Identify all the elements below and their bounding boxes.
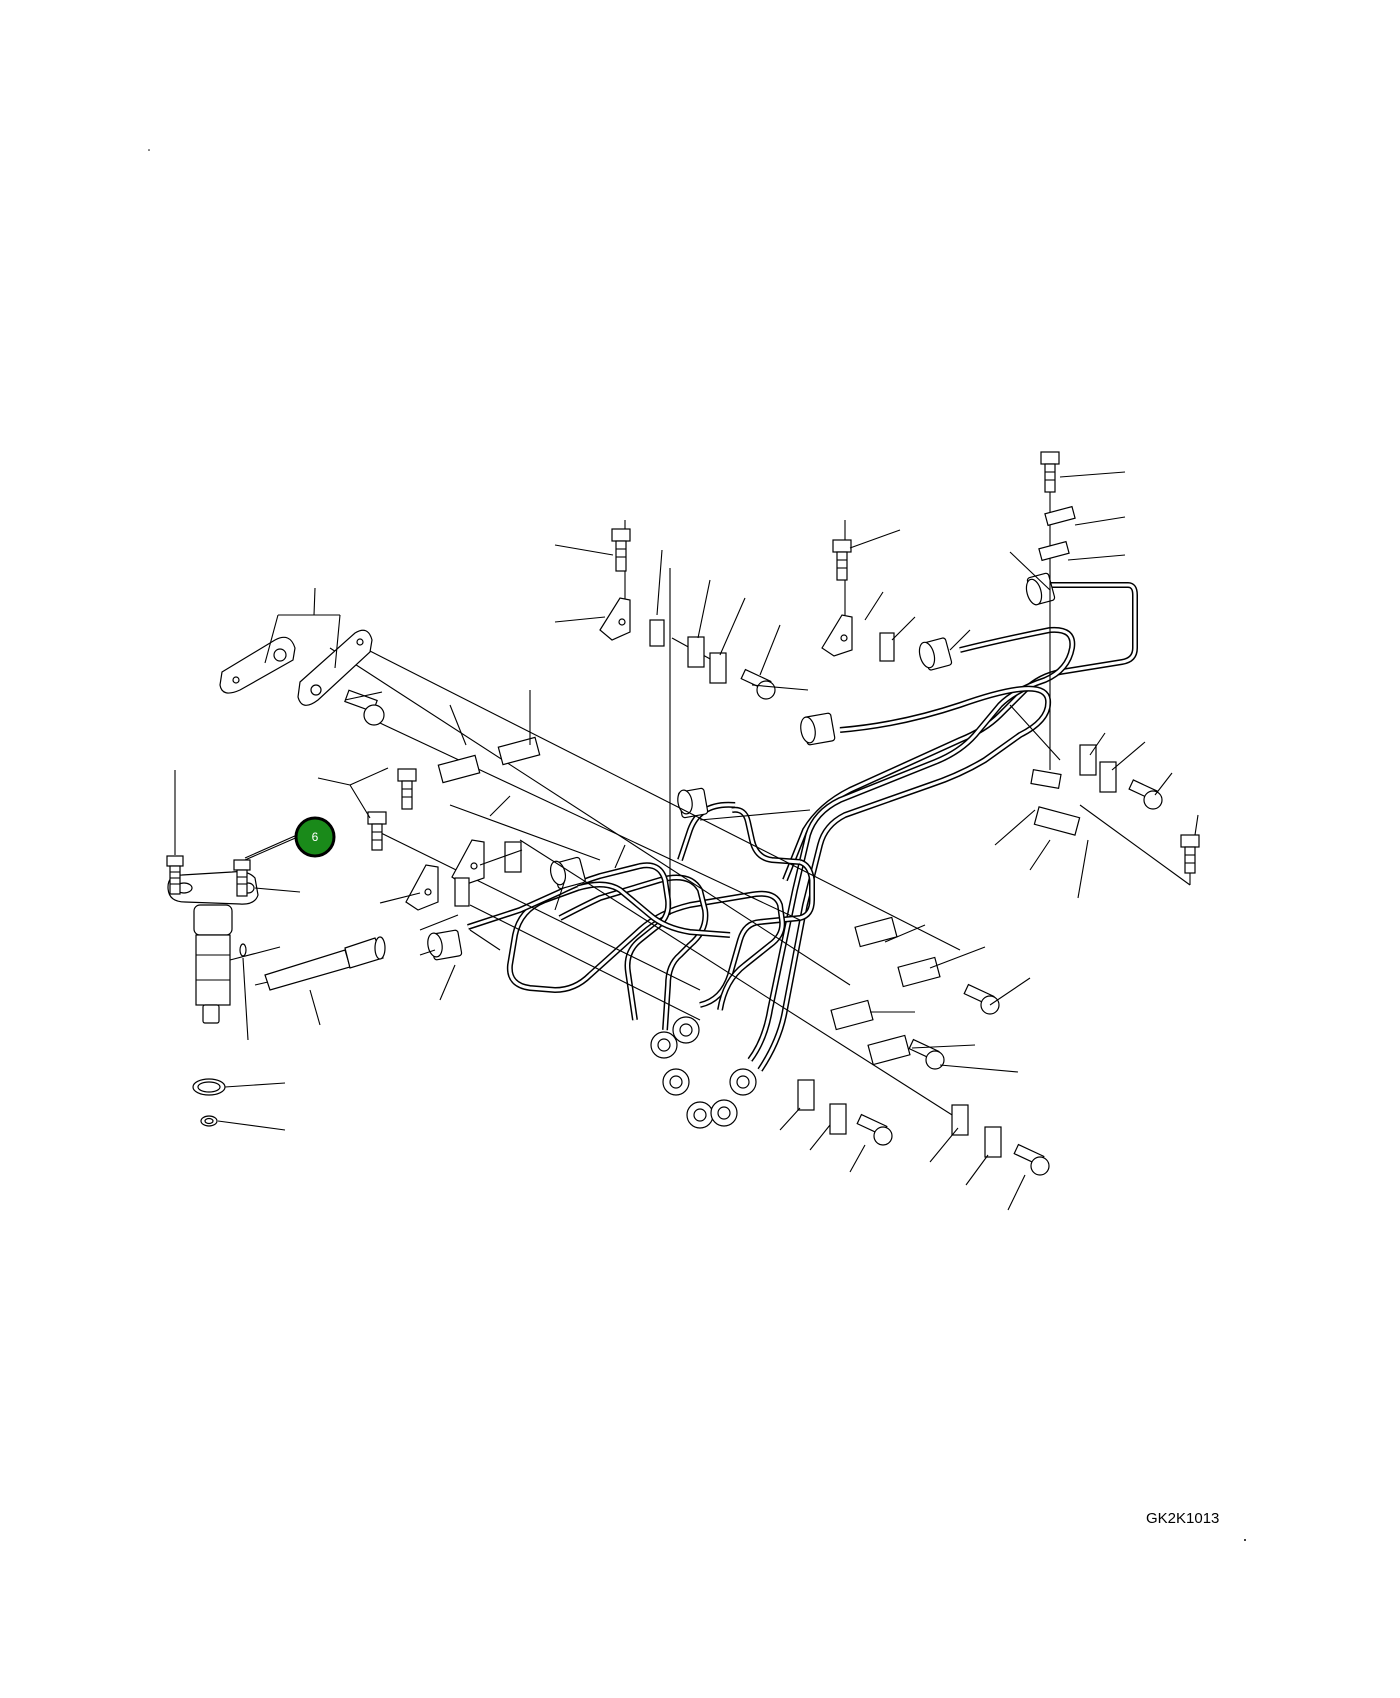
fuel-tube-bundle bbox=[467, 582, 1138, 1072]
callout-6-number: 6 bbox=[312, 830, 319, 844]
leader-lines bbox=[174, 471, 1199, 1211]
tube-nut-left-mid bbox=[677, 787, 709, 819]
flange-plates bbox=[219, 629, 373, 706]
tube-nut-upper-right bbox=[1025, 572, 1056, 606]
alignment-lines bbox=[329, 455, 1191, 1121]
tube-nut-upper-mid bbox=[918, 637, 953, 671]
bolt-left-2 bbox=[233, 859, 251, 897]
bolt-horizontal-5 bbox=[908, 1038, 945, 1070]
bolt-horizontal-1 bbox=[344, 689, 385, 726]
bolt-top-center bbox=[611, 528, 631, 572]
stray-dot bbox=[1244, 1539, 1246, 1541]
bolt-far-right-top bbox=[1040, 451, 1060, 493]
pump-nut-cluster bbox=[650, 1016, 757, 1129]
bolt-horizontal-4 bbox=[963, 983, 1000, 1015]
tube-nut-injector-side bbox=[427, 929, 463, 961]
bolt-horizontal-2 bbox=[740, 668, 776, 700]
bolt-horizontal-3 bbox=[1128, 779, 1163, 810]
injector-assembly bbox=[167, 871, 259, 1127]
tube-nut-middle bbox=[800, 712, 836, 746]
callout-6[interactable]: 6 bbox=[244, 816, 336, 861]
callout-6-circle[interactable] bbox=[294, 816, 336, 858]
drawing-code: GK2K1013 bbox=[1146, 1510, 1220, 1527]
bolt-left-1 bbox=[166, 855, 184, 895]
bolt-clamp-left-a bbox=[397, 768, 417, 810]
clamp-plates bbox=[437, 505, 1117, 1158]
bolt-horizontal-7 bbox=[1013, 1143, 1050, 1176]
inlet-connector bbox=[254, 936, 436, 991]
tube-nut-center bbox=[549, 856, 586, 890]
bolt-far-right-bottom bbox=[1180, 834, 1200, 874]
stray-dot bbox=[148, 149, 150, 151]
angle-brackets bbox=[405, 597, 853, 911]
bolt-clamp-left-b bbox=[367, 811, 387, 851]
bolt-top-right bbox=[832, 539, 852, 581]
bolt-horizontal-6 bbox=[856, 1113, 893, 1146]
